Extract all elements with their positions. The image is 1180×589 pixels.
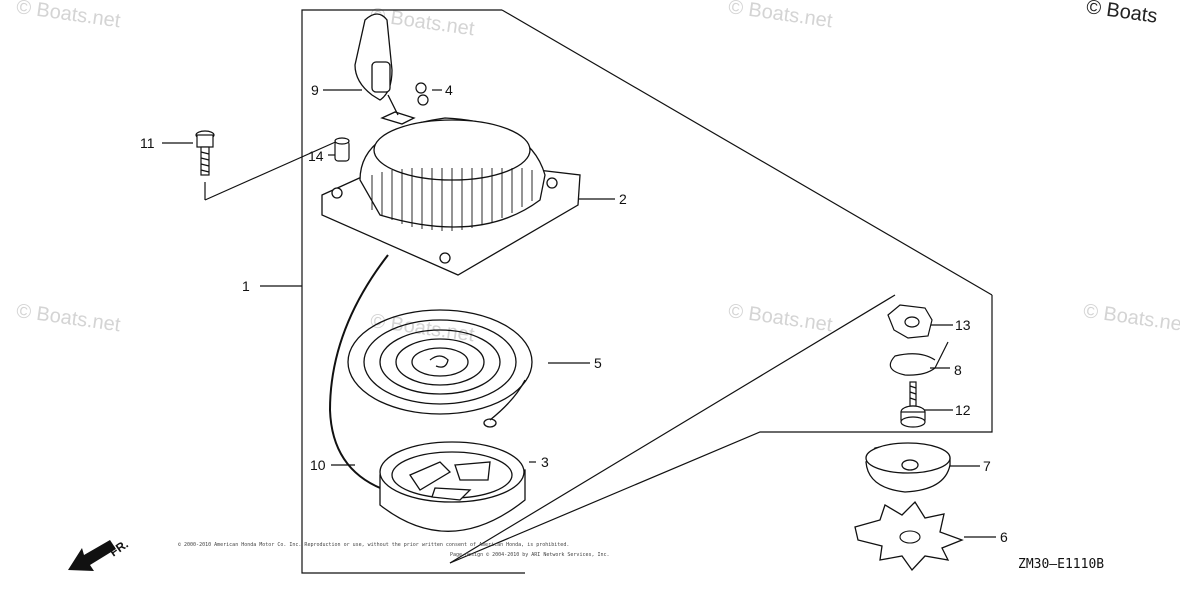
pin-part (900, 381, 926, 428)
bolt-bracket (204, 139, 341, 201)
clip-part (887, 304, 933, 339)
callout-7: 7 (983, 458, 991, 474)
recoil-reel (379, 441, 526, 532)
callout-12: 12 (955, 402, 971, 418)
starter-grip (354, 13, 399, 116)
callout-14: 14 (308, 148, 324, 164)
cup-part (865, 442, 951, 493)
starter-housing (321, 111, 581, 276)
nut-part (415, 82, 429, 106)
diagram-code: ZM30—E1110B (1018, 557, 1105, 572)
callout-10: 10 (310, 457, 326, 473)
callout-3: 3 (541, 454, 549, 470)
copyright-line: © 2000-2010 American Honda Motor Co. Inc… (178, 542, 570, 548)
callout-8: 8 (954, 362, 962, 378)
callout-2: 2 (619, 191, 627, 207)
callout-11: 11 (140, 135, 155, 151)
starter-rope (328, 254, 389, 491)
ratchet-hub (899, 530, 921, 544)
callout-4: 4 (445, 82, 453, 98)
assembly-outline (301, 9, 525, 574)
callout-9: 9 (311, 82, 319, 98)
callout-1: 1 (242, 278, 250, 294)
copyright-line: Page design © 2004-2010 by ARI Network S… (450, 552, 610, 558)
bolt-part (195, 130, 215, 176)
collar-part (334, 137, 350, 162)
callout-13: 13 (955, 317, 971, 333)
forward-arrow-icon (68, 540, 116, 571)
callout-5: 5 (594, 355, 602, 371)
ring-part (889, 341, 949, 376)
callout-6: 6 (1000, 529, 1008, 545)
recoil-spring (347, 309, 533, 428)
